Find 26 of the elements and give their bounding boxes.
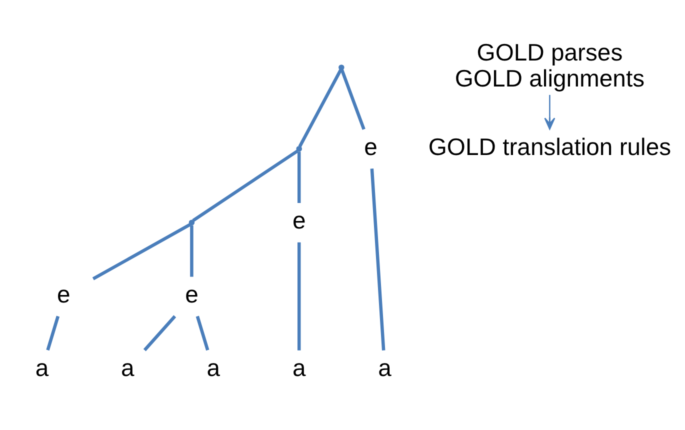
node-text: e (185, 281, 198, 308)
node-text: a (35, 355, 49, 382)
connector (297, 152, 301, 203)
connector (192, 150, 298, 222)
node-text: GOLD parses GOLD alignments (454, 40, 645, 93)
node-text: a (121, 355, 134, 382)
arrow (544, 94, 556, 130)
node-text: a (292, 355, 306, 382)
connector (46, 316, 60, 351)
connector (143, 315, 176, 352)
node-text: GOLD translation rules (428, 134, 672, 161)
node-text: a (378, 355, 392, 382)
connector (298, 69, 342, 148)
connector (340, 69, 366, 130)
node-point (338, 64, 344, 70)
connector (196, 316, 210, 351)
node-text: a (206, 355, 220, 382)
connector (370, 168, 386, 351)
node-point (188, 220, 195, 226)
node-point (296, 146, 302, 152)
connector (190, 225, 194, 277)
node-text: e (292, 208, 306, 235)
node-text: e (57, 281, 70, 308)
node-text: e (364, 134, 378, 161)
connector (297, 242, 301, 350)
connector (92, 223, 192, 280)
